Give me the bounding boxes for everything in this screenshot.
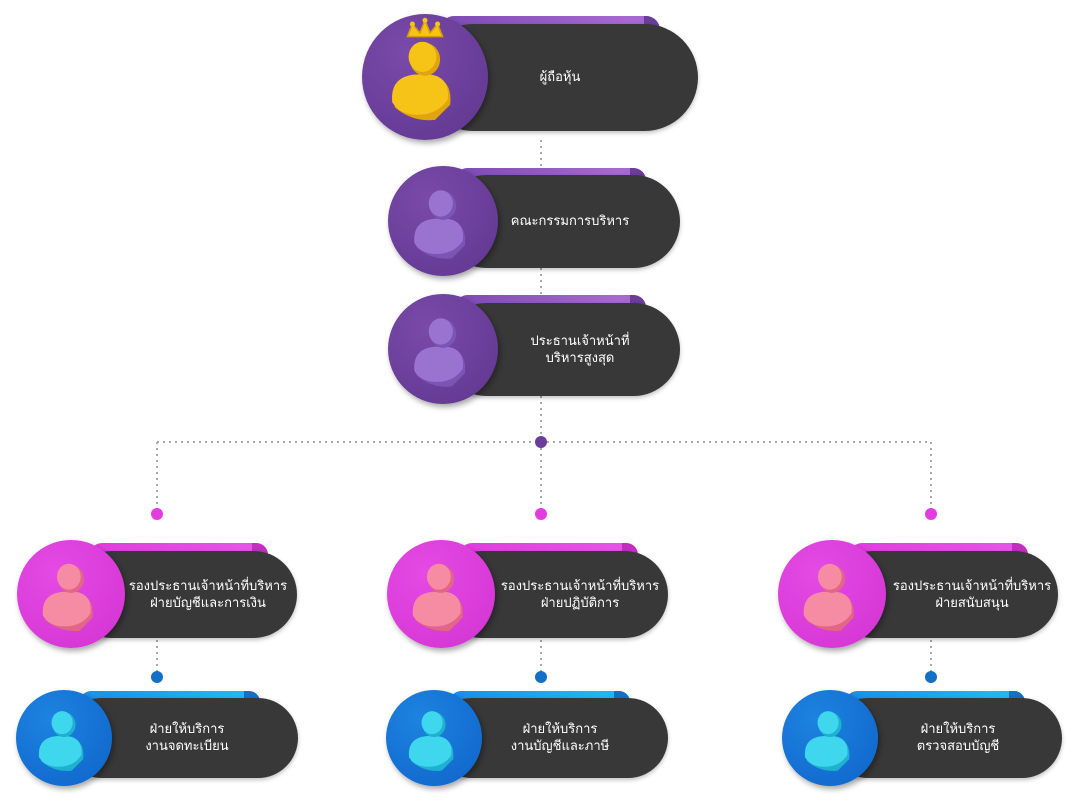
node-label: ฝ่ายให้บริการงานบัญชีและภาษี xyxy=(460,698,660,778)
node-label-line: งานจดทะเบียน xyxy=(145,739,229,754)
connector-dot-vp-operations xyxy=(535,508,547,520)
crowned-person-icon xyxy=(362,14,488,140)
node-label: รองประธานเจ้าหน้าที่บริหารฝ่ายสนับสนุน xyxy=(872,551,1072,638)
person-icon xyxy=(17,540,125,648)
node-label-line: บริหารสูงสุด xyxy=(545,350,615,366)
node-label-line: ตรวจสอบบัญชี xyxy=(916,739,1000,754)
node-label-line: ฝ่ายให้บริการ xyxy=(522,722,598,737)
node-label-line: ฝ่ายให้บริการ xyxy=(149,722,225,737)
node-label-line: รองประธานเจ้าหน้าที่บริหาร xyxy=(892,578,1052,594)
node-label-line: งานบัญชีและภาษี xyxy=(510,739,610,754)
person-icon xyxy=(782,690,878,786)
node-label: รองประธานเจ้าหน้าที่บริหารฝ่ายบัญชีและกา… xyxy=(108,551,308,638)
node-label-line: รองประธานเจ้าหน้าที่บริหาร xyxy=(128,578,288,594)
node-label-line: ฝ่ายให้บริการ xyxy=(920,722,996,737)
node-label: คณะกรรมการบริหาร xyxy=(470,175,670,268)
person-icon xyxy=(388,166,498,276)
person-icon xyxy=(778,540,886,648)
node-label-line: ฝ่ายสนับสนุน xyxy=(935,595,1009,611)
node-label-line: รองประธานเจ้าหน้าที่บริหาร xyxy=(500,578,660,594)
node-label-line: ฝ่ายบัญชีและการเงิน xyxy=(150,595,266,611)
connector-dot-vp-support xyxy=(925,508,937,520)
node-label-line: ประธานเจ้าหน้าที่ xyxy=(530,333,630,349)
person-icon xyxy=(388,294,498,404)
node-label: ประธานเจ้าหน้าที่บริหารสูงสุด xyxy=(480,303,680,396)
connector-dot-svc-registration xyxy=(151,671,163,683)
node-label-line: ฝ่ายปฏิบัติการ xyxy=(540,595,620,611)
node-label-line: คณะกรรมการบริหาร xyxy=(510,214,630,229)
branch-junction-dot xyxy=(535,436,547,448)
person-icon xyxy=(16,690,112,786)
node-label-line: ผู้ถือหุ้น xyxy=(539,70,581,85)
node-label: ฝ่ายให้บริการตรวจสอบบัญชี xyxy=(858,698,1058,778)
node-label: ผู้ถือหุ้น xyxy=(460,24,660,131)
person-icon xyxy=(386,690,482,786)
person-icon xyxy=(387,540,495,648)
node-label: ฝ่ายให้บริการงานจดทะเบียน xyxy=(87,698,287,778)
connector-dot-svc-audit xyxy=(925,671,937,683)
node-label: รองประธานเจ้าหน้าที่บริหารฝ่ายปฏิบัติการ xyxy=(480,551,680,638)
connector-dot-vp-finance xyxy=(151,508,163,520)
connector-dot-svc-accounting-tax xyxy=(535,671,547,683)
